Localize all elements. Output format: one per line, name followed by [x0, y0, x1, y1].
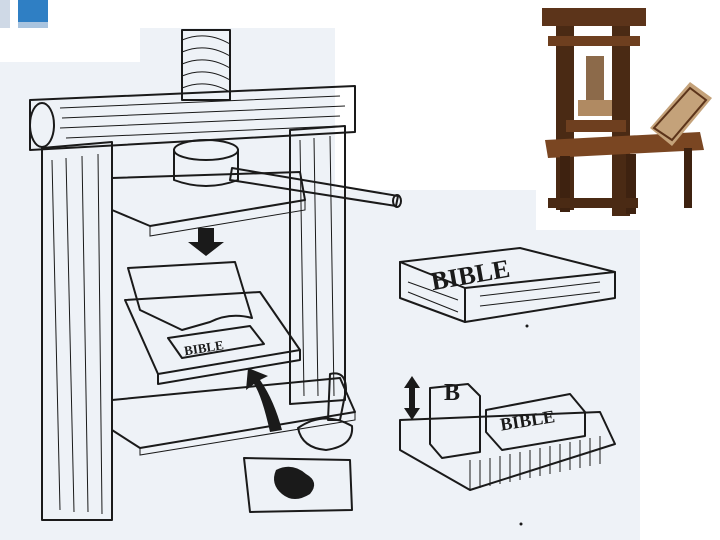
printing-press-photo	[536, 0, 720, 230]
single-letter-text: B	[444, 380, 460, 406]
slide-accent-tab	[0, 0, 48, 28]
